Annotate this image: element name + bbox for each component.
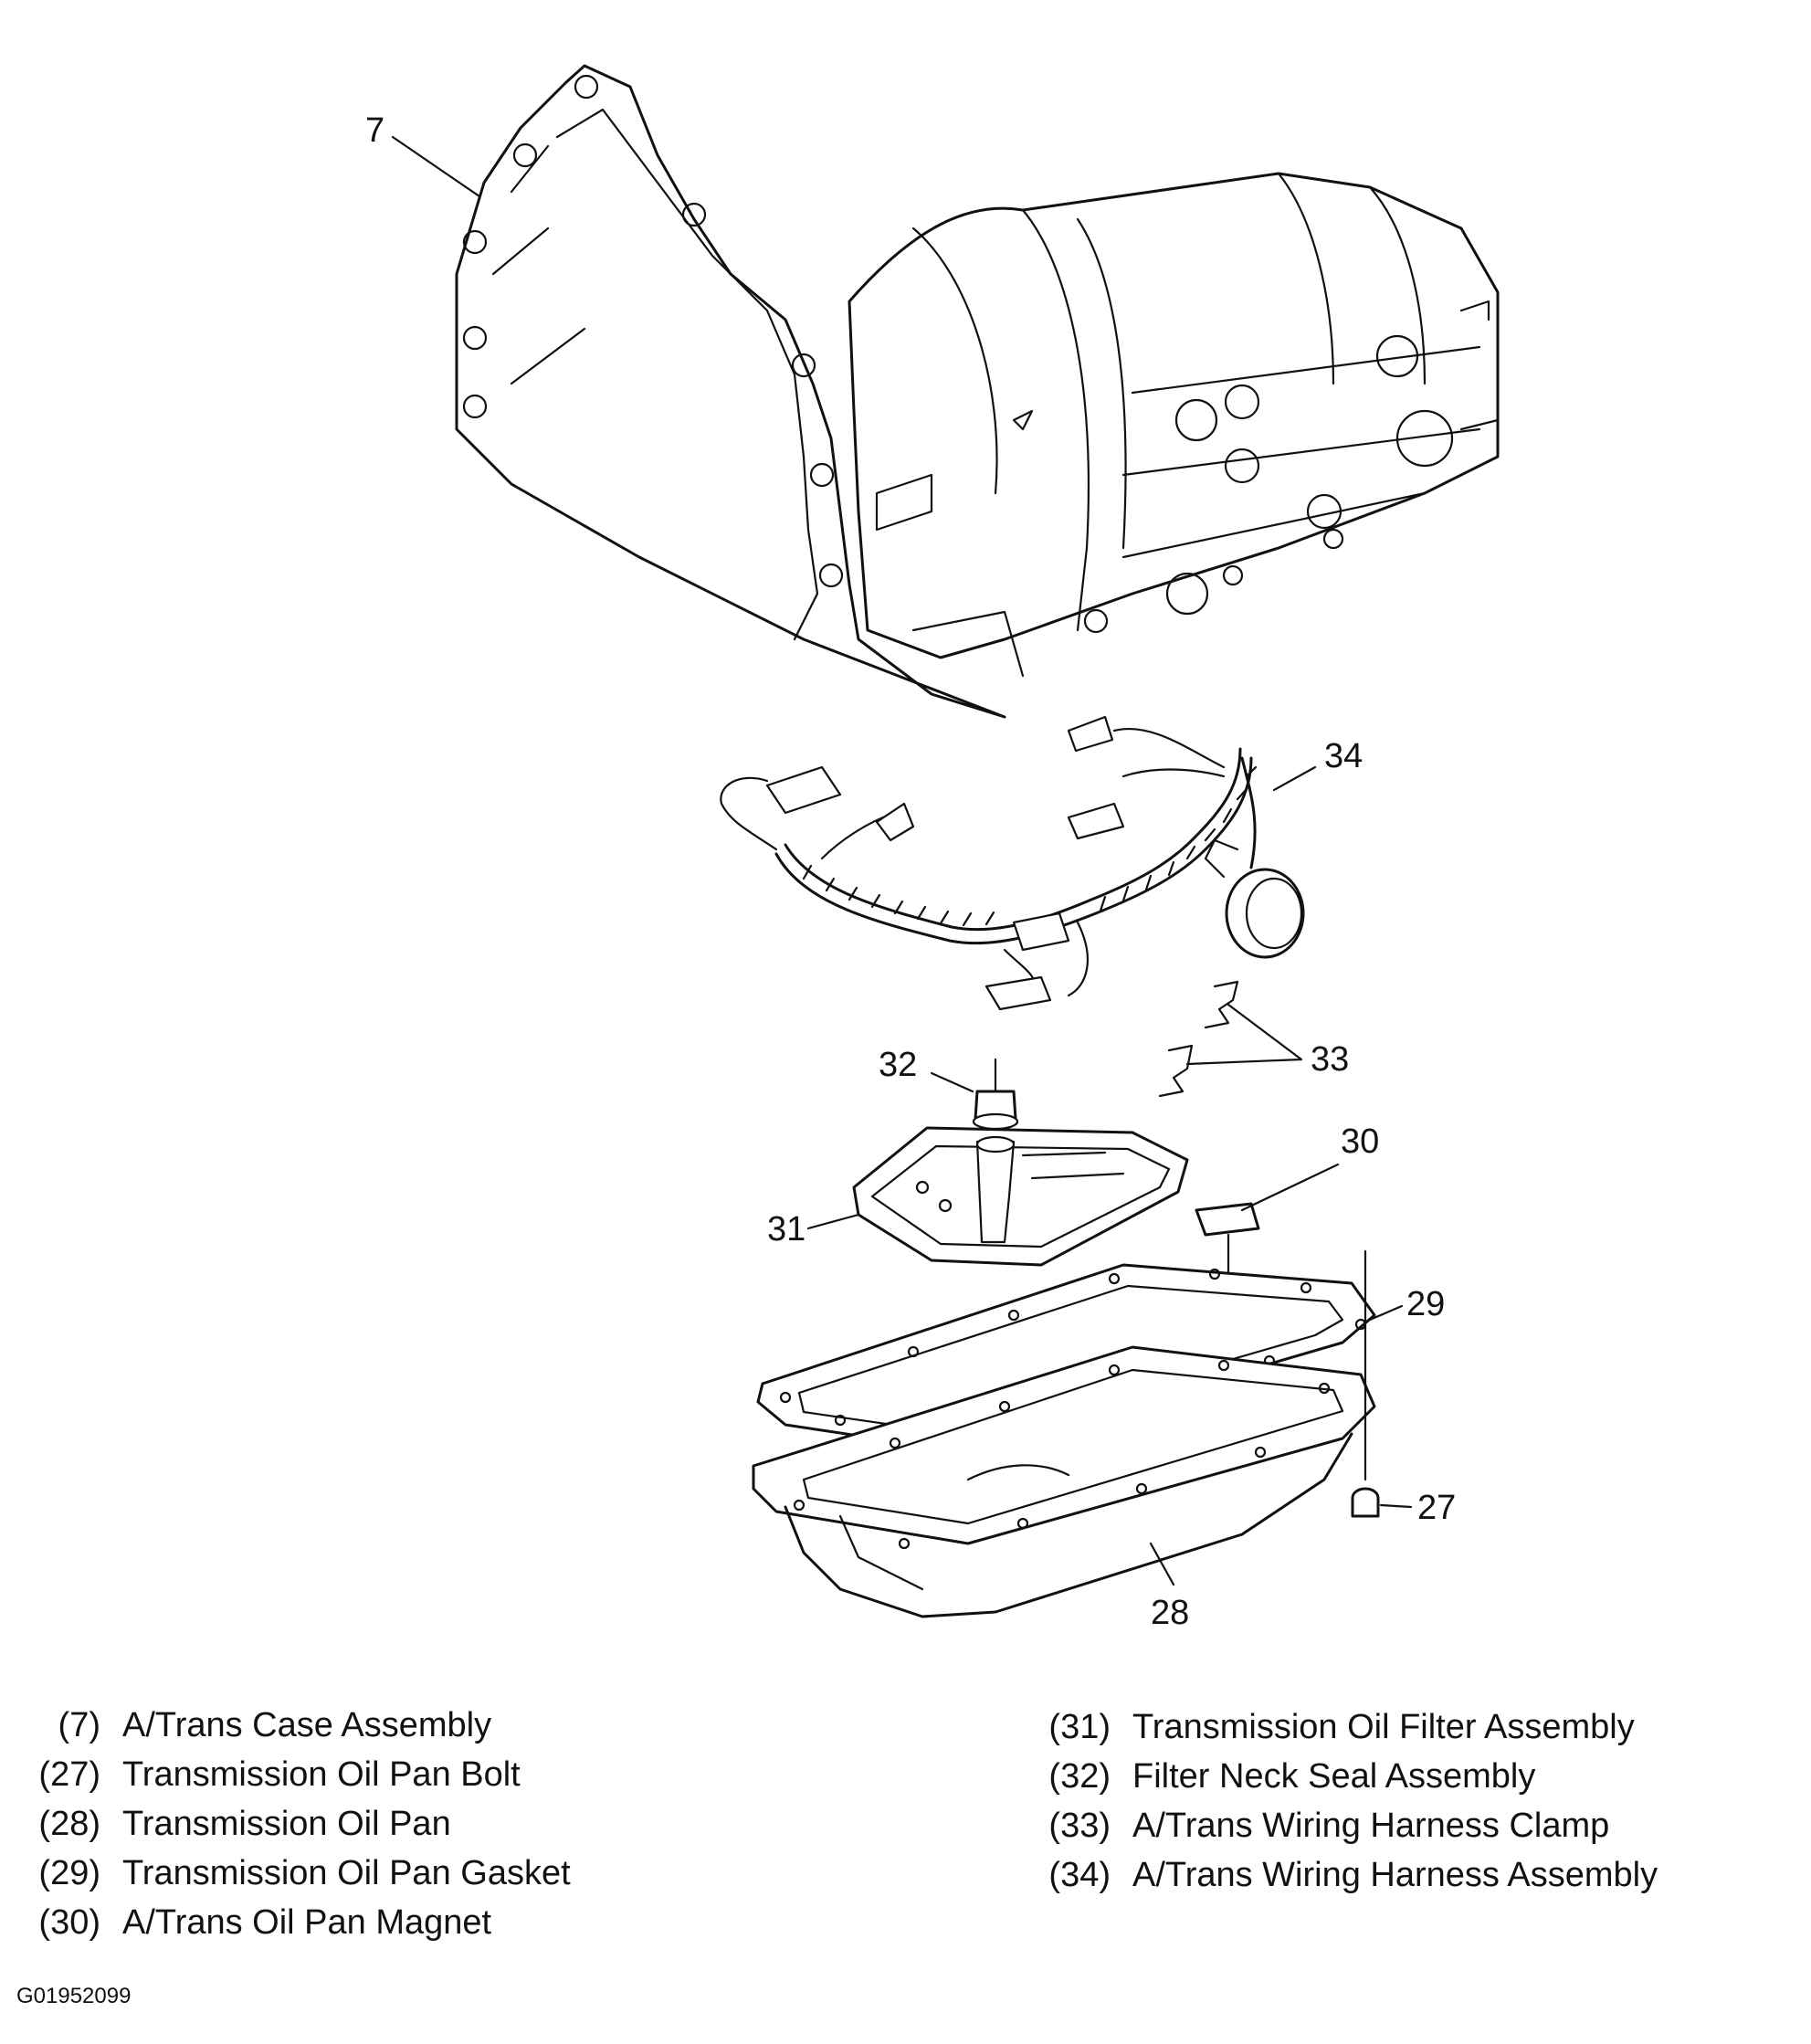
legend-number: (27) [38, 1755, 100, 1794]
oil-pan-drawing [752, 1345, 1376, 1618]
legend-number: (28) [38, 1805, 100, 1843]
callout-31: 31 [767, 1210, 805, 1249]
harness-clamps-drawing [1158, 980, 1239, 1098]
transmission-case-drawing [455, 64, 1500, 719]
oil-pan-gasket-drawing [756, 1263, 1376, 1454]
legend-number: (34) [1048, 1856, 1111, 1894]
legend-item: (32) Filter Neck Seal Assembly [1032, 1752, 1658, 1801]
legend-left-column: (7) A/Trans Case Assembly (27) Transmiss… [27, 1701, 571, 1947]
legend-number: (31) [1048, 1708, 1111, 1746]
legend-item: (34) A/Trans Wiring Harness Assembly [1032, 1850, 1658, 1900]
callout-28: 28 [1151, 1594, 1189, 1632]
legend-label: A/Trans Wiring Harness Clamp [1132, 1807, 1610, 1845]
legend-item: (29) Transmission Oil Pan Gasket [27, 1849, 571, 1898]
legend-label: Transmission Oil Pan Bolt [122, 1755, 521, 1794]
legend-number: (30) [38, 1903, 100, 1942]
callout-numbers: 7 34 32 33 30 31 29 27 28 [365, 111, 1456, 1632]
legend-label: Filter Neck Seal Assembly [1132, 1757, 1536, 1796]
legend-item: (7) A/Trans Case Assembly [27, 1701, 571, 1750]
legend-item: (30) A/Trans Oil Pan Magnet [27, 1898, 571, 1947]
legend-number: (29) [38, 1854, 100, 1892]
legend-label: Transmission Oil Filter Assembly [1132, 1708, 1635, 1746]
exploded-parts-diagram: 7 34 32 33 30 31 29 27 28 [365, 64, 1500, 1632]
legend-label: A/Trans Wiring Harness Assembly [1132, 1856, 1658, 1894]
legend-item: (31) Transmission Oil Filter Assembly [1032, 1702, 1658, 1752]
callout-29: 29 [1406, 1285, 1445, 1323]
callout-7: 7 [365, 111, 384, 150]
legend-item: (33) A/Trans Wiring Harness Clamp [1032, 1801, 1658, 1850]
legend-number: (33) [1048, 1807, 1111, 1845]
legend-number: (7) [58, 1706, 100, 1744]
callout-34: 34 [1324, 737, 1363, 775]
callout-33: 33 [1311, 1040, 1349, 1079]
wiring-harness-drawing [720, 715, 1305, 1011]
legend-label: Transmission Oil Pan [122, 1805, 451, 1843]
callout-27: 27 [1417, 1489, 1456, 1527]
filter-neck-seal-drawing [972, 1058, 1019, 1131]
oil-filter-drawing [852, 1126, 1189, 1267]
callout-30: 30 [1341, 1122, 1379, 1161]
legend-label: Transmission Oil Pan Gasket [122, 1854, 571, 1892]
callout-32: 32 [879, 1046, 917, 1084]
figure-code: G01952099 [16, 1984, 132, 2008]
legend-item: (27) Transmission Oil Pan Bolt [27, 1750, 571, 1799]
legend-number: (32) [1048, 1757, 1111, 1796]
leader-lines [391, 135, 1413, 1586]
legend-label: A/Trans Oil Pan Magnet [122, 1903, 492, 1942]
legend-item: (28) Transmission Oil Pan [27, 1799, 571, 1849]
oil-pan-bolt-drawing [1351, 1249, 1380, 1518]
legend-right-column: (31) Transmission Oil Filter Assembly (3… [1032, 1702, 1658, 1900]
legend-label: A/Trans Case Assembly [122, 1706, 492, 1744]
